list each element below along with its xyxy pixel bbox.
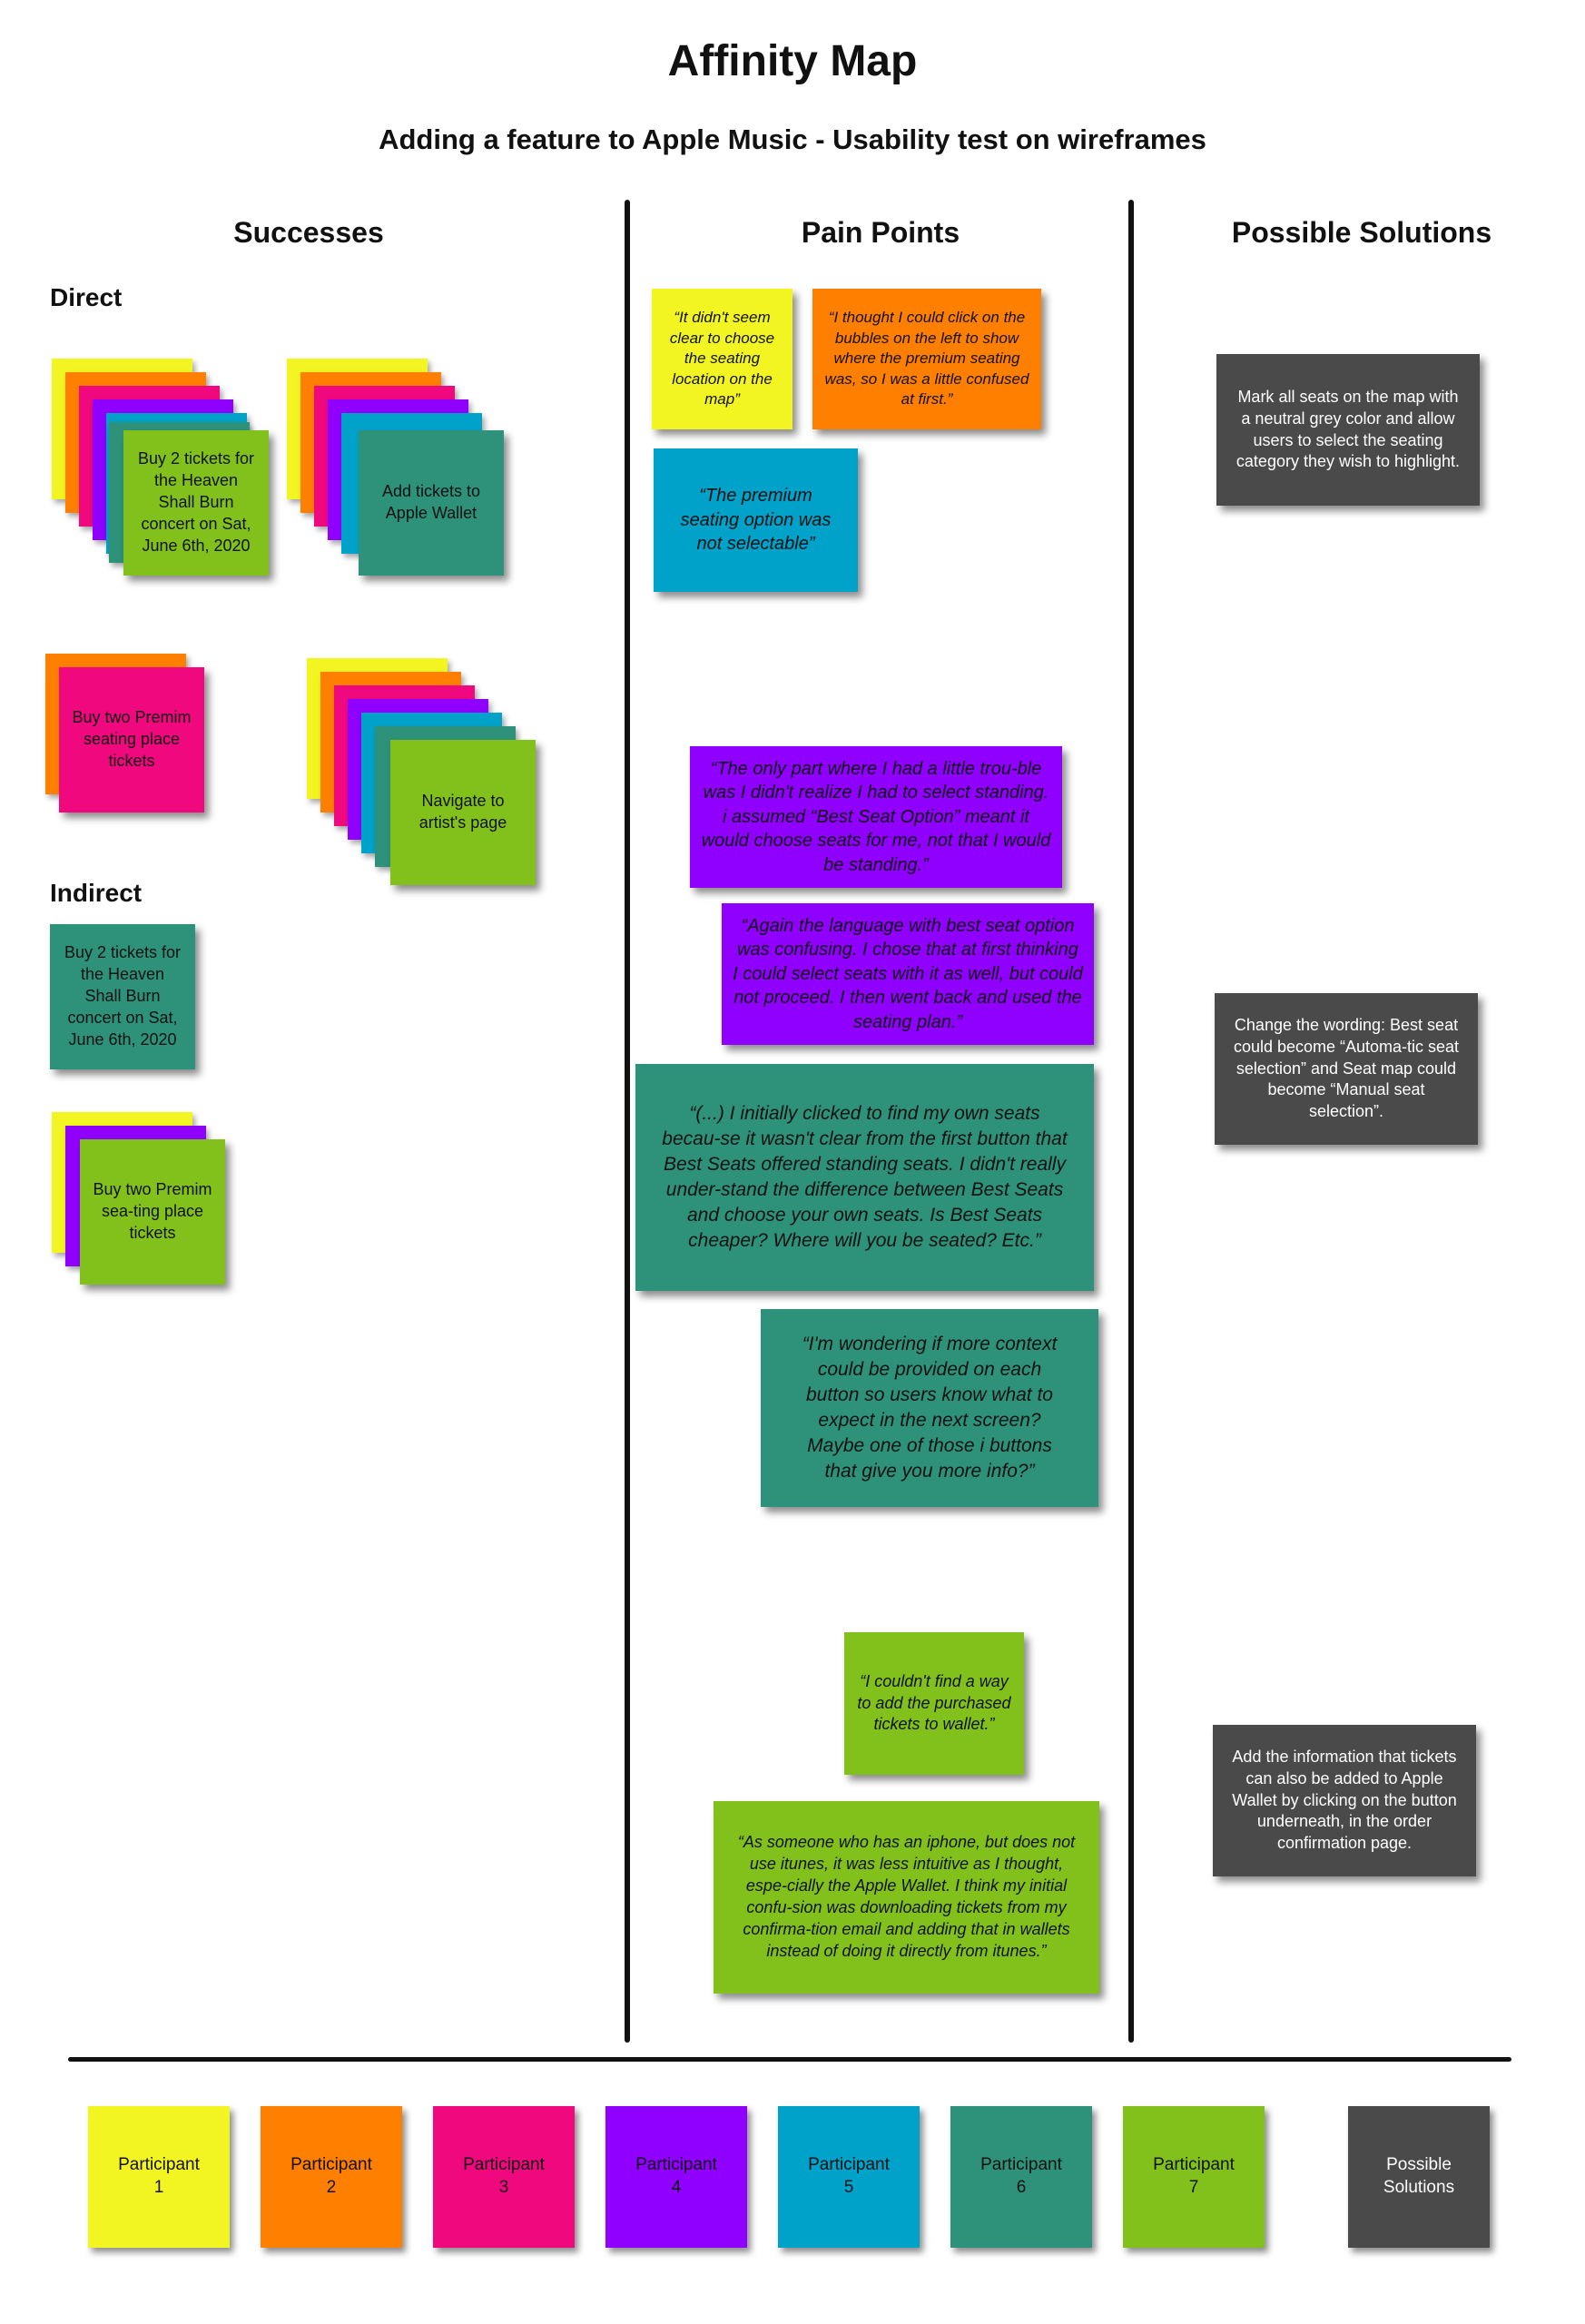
page-title: Affinity Map (667, 37, 918, 85)
legend-participant-5: Participant 5 (778, 2106, 920, 2248)
page-subtitle: Adding a feature to Apple Music - Usabil… (379, 123, 1206, 155)
pain-note-6: “(...) I initially clicked to find my ow… (635, 1064, 1094, 1291)
column-header-successes: Successes (233, 216, 384, 249)
solution-note-1: Mark all seats on the map with a neutral… (1216, 354, 1480, 506)
solution-note-3: Add the information that tickets can als… (1213, 1725, 1476, 1876)
pain-note-1: “It didn't seem clear to choose the seat… (652, 289, 792, 429)
success-note-premium-seating: Buy two Premim seating place tickets (59, 667, 204, 812)
legend-participant-3: Participant 3 (433, 2106, 575, 2248)
column-divider-right (1128, 200, 1134, 2043)
column-divider-left (625, 200, 630, 2043)
success-note-indirect-buy-tickets: Buy 2 tickets for the Heaven Shall Burn … (50, 924, 195, 1069)
pain-note-3: “The premium seating option was not sele… (654, 448, 858, 592)
solution-note-2: Change the wording: Best seat could beco… (1215, 993, 1478, 1145)
success-note-add-wallet: Add tickets to Apple Wallet (359, 430, 504, 576)
legend-participant-7: Participant 7 (1123, 2106, 1265, 2248)
pain-note-9: “As someone who has an iphone, but does … (714, 1801, 1099, 1994)
column-header-possible-solutions: Possible Solutions (1231, 216, 1492, 249)
legend-divider (68, 2057, 1511, 2062)
pain-note-5: “Again the language with best seat optio… (722, 903, 1094, 1045)
legend-participant-6: Participant 6 (950, 2106, 1092, 2248)
pain-note-8: “I couldn't find a way to add the purcha… (844, 1632, 1024, 1775)
legend-participant-4: Participant 4 (605, 2106, 747, 2248)
legend-possible-solutions: Possible Solutions (1348, 2106, 1490, 2248)
legend-participant-1: Participant 1 (88, 2106, 230, 2248)
success-note-navigate-artist: Navigate to artist's page (390, 740, 536, 885)
section-label-direct: Direct (50, 283, 123, 311)
success-note-indirect-premium: Buy two Premim sea-ting place tickets (80, 1139, 225, 1285)
success-note-buy-tickets: Buy 2 tickets for the Heaven Shall Burn … (123, 430, 269, 576)
legend-participant-2: Participant 2 (261, 2106, 402, 2248)
column-header-pain-points: Pain Points (801, 216, 960, 249)
pain-note-2: “I thought I could click on the bubbles … (812, 289, 1041, 429)
pain-note-7: “I'm wondering if more context could be … (761, 1309, 1098, 1507)
section-label-indirect: Indirect (50, 879, 143, 907)
pain-note-4: “The only part where I had a little trou… (690, 746, 1062, 888)
